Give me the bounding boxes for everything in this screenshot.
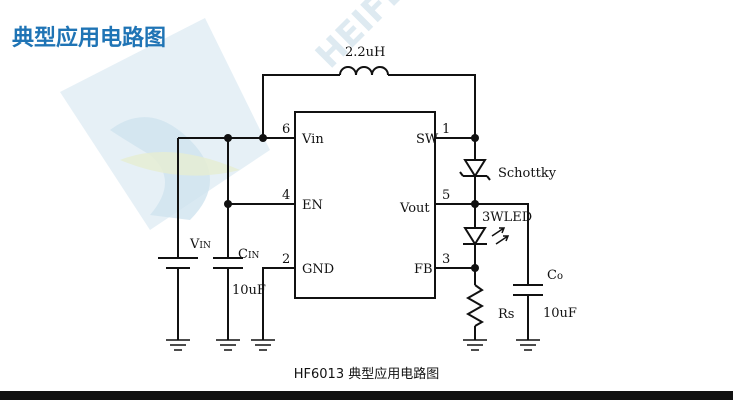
ground-ic [251,339,275,351]
pin-en-number: 4 [282,188,290,203]
junction-sw [471,134,479,142]
junction-fb [471,264,479,272]
ground-symbols [166,339,540,351]
inductor-coil [339,66,389,76]
rs-label: Rs [498,307,514,322]
ground-cin [216,339,240,351]
wire-gnd [262,267,295,340]
wire-inductor-left [262,74,340,138]
wire-inductor-right [388,74,476,138]
pin-vin-number: 6 [282,122,290,137]
cin-label-sub: IN [248,251,260,261]
co-label: Co [547,268,563,283]
junction-en [224,200,232,208]
diode-label: Schottky [498,166,557,181]
cin-label-main: C [238,247,248,262]
junction-vin-cin [224,134,232,142]
wire-vout [435,203,529,285]
vin-source-label-main: V [189,237,200,252]
ground-rs [463,339,487,351]
junction-dots [224,134,479,272]
pin-gnd-number: 2 [282,252,290,267]
co-label-sub: o [557,271,563,282]
ground-vin [166,339,190,351]
pin-sw-name: SW [416,132,439,147]
led-body [463,227,487,246]
cin-value: 10uF [232,283,266,298]
junction-vin-ic [259,134,267,142]
page-title: 典型应用电路图 [12,26,167,51]
inductor-value: 2.2uH [345,45,385,60]
pin-vout-number: 5 [442,188,450,203]
watermark-curve [110,117,210,220]
led-arrow-1 [491,227,506,237]
diode-body [463,159,487,178]
vin-source-label: VIN [189,237,211,252]
pin-en-name: EN [302,198,323,213]
pin-fb-number: 3 [442,252,450,267]
wire-sw [435,137,476,160]
vin-source-label-sub: IN [199,241,211,251]
led-arrow-2 [495,235,510,245]
pin-vout-name: Vout [399,201,430,216]
cin-label: CIN [238,247,260,262]
pin-vin-name: Vin [301,132,324,147]
pin-fb-name: FB [414,262,433,277]
diagram-caption: HF6013 典型应用电路图 [293,367,440,382]
pin-gnd-name: GND [302,262,334,277]
resistor-rs [465,284,485,327]
ground-co [516,339,540,351]
junction-vout [471,200,479,208]
led-label: 3WLED [482,210,532,225]
watermark-leaf [120,152,240,176]
pin-sw-number: 1 [442,122,450,137]
co-value: 10uF [543,306,577,321]
bottom-bar [0,391,733,400]
co-label-main: C [547,268,557,283]
